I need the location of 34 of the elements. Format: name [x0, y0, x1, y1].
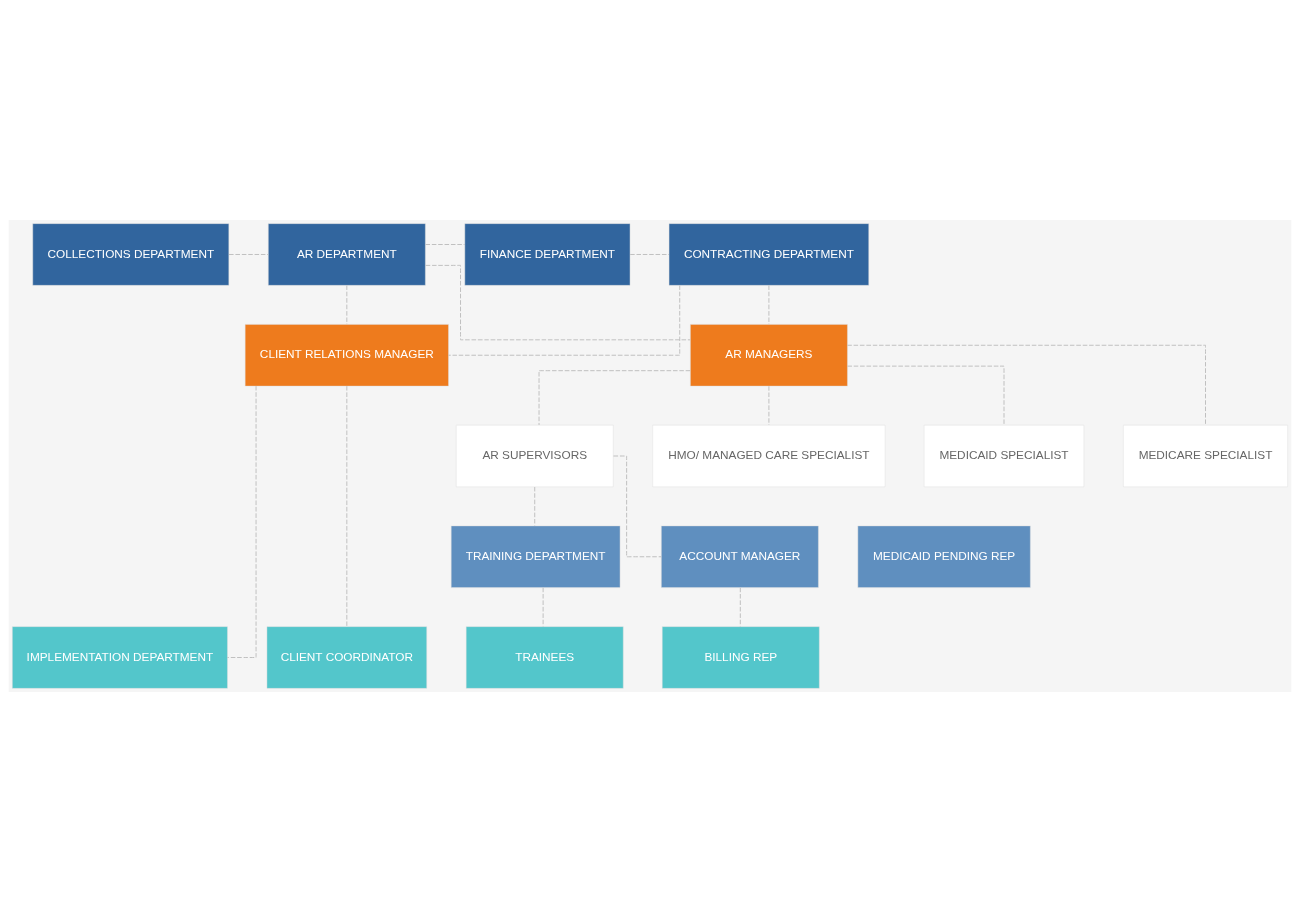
connector: [739, 587, 741, 627]
node-box: CLIENT RELATIONS MANAGER: [244, 324, 449, 387]
node-box: AR DEPARTMENT: [268, 223, 426, 286]
node-box: MEDICARE SPECIALIST: [1123, 424, 1288, 488]
connector: [538, 370, 691, 426]
node-box: BILLING REP: [662, 626, 820, 689]
connector: [346, 285, 348, 325]
node-box: MEDICAID PENDING REP: [857, 525, 1031, 588]
connector: [847, 344, 1206, 426]
connector: [542, 587, 544, 627]
node-box: AR MANAGERS: [690, 324, 848, 387]
connector: [768, 285, 770, 325]
node-box: TRAINEES: [465, 626, 624, 689]
connector: [346, 385, 348, 627]
connector: [629, 254, 670, 255]
node-box: HMO/ MANAGED CARE SPECIALIST: [652, 424, 886, 488]
connector: [613, 455, 662, 558]
connector: [534, 486, 536, 527]
node-box: TRAINING DEPARTMENT: [451, 525, 621, 588]
node-box: COLLECTIONS DEPARTMENT: [32, 223, 230, 286]
node-box: CLIENT COORDINATOR: [266, 626, 427, 689]
node-box: ACCOUNT MANAGER: [661, 525, 819, 588]
connector: [425, 244, 466, 245]
node-box: CONTRACTING DEPARTMENT: [668, 223, 869, 286]
connector: [228, 254, 269, 255]
node-box: MEDICAID SPECIALIST: [923, 424, 1085, 488]
node-box: FINANCE DEPARTMENT: [464, 223, 631, 286]
node-box: IMPLEMENTATION DEPARTMENT: [12, 626, 228, 689]
connector: [768, 385, 770, 426]
connector: [227, 385, 257, 658]
node-box: AR SUPERVISORS: [456, 424, 614, 488]
connector: [425, 264, 691, 341]
connector: [448, 285, 681, 356]
connector: [847, 365, 1005, 426]
